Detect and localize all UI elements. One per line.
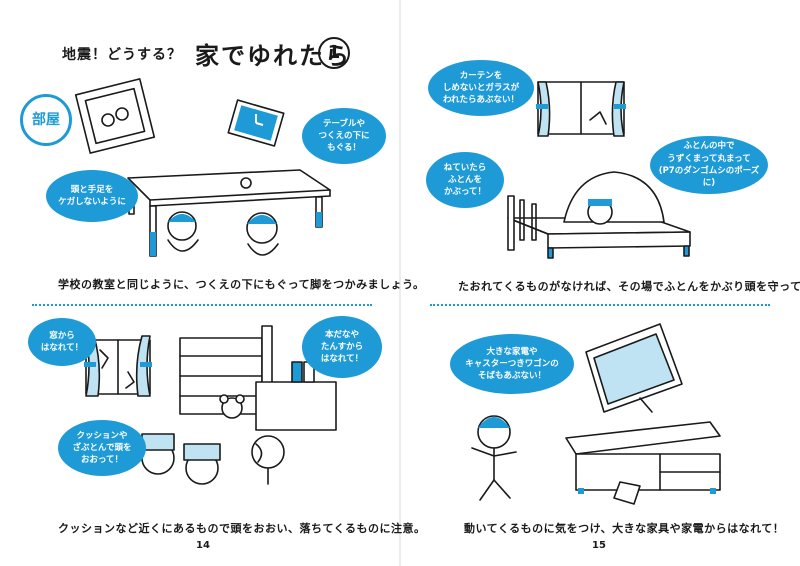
speech-bubble-bed-1: カーテンを しめないとガラスが われたらあぶない！ — [428, 60, 534, 116]
low-shelf-illustration — [255, 361, 337, 431]
speech-bubble-window-3: クッションや ざぶとんで頭を おおって！ — [58, 420, 146, 476]
surprised-kid-illustration — [471, 415, 517, 501]
speech-bubble-window-1: 窓から はなれて！ — [28, 318, 96, 366]
speech-bubble-window-2: 本だなや たんすから はなれて！ — [302, 316, 382, 378]
kids-under-table-illustration — [167, 211, 279, 256]
page-number-left: 14 — [196, 540, 210, 551]
room-badge: 部屋 — [20, 94, 72, 146]
clock-illustration — [227, 99, 285, 147]
page-subtitle: 地震！どうする？ — [62, 47, 182, 63]
futon-kid-illustration — [563, 171, 665, 225]
speech-bubble-bed-2: ねていたら ふとんを かぶって！ — [426, 152, 504, 208]
table-illustration — [127, 169, 331, 257]
speech-bubble-bed-3: ふとんの中で うずくまって丸まって (P7のダンゴムシのポーズに) — [650, 136, 768, 194]
title-number-badge: 1 — [318, 37, 350, 69]
page-number-right: 15 — [592, 540, 606, 551]
separator-right — [430, 304, 770, 306]
tv-illustration — [585, 323, 683, 413]
curtain-window-illustration — [536, 81, 626, 137]
speech-bubble-table-2: 頭と手足を ケガしないように — [46, 170, 138, 222]
globe-illustration — [251, 435, 285, 485]
caption-table: 学校の教室と同じように、つくえの下にもぐって脚をつかみましょう。 — [58, 278, 425, 291]
tv-stand-illustration — [565, 421, 721, 505]
speech-bubble-tv-1: 大きな家電や キャスターつきワゴンの そばもあぶない！ — [450, 334, 574, 394]
caption-tv: 動いてくるものに気をつけ、大きな家具や家電からはなれて！ — [464, 522, 785, 535]
teddy-bear-illustration — [219, 394, 245, 419]
picture-frame-illustration — [74, 78, 156, 154]
caption-window: クッションなど近くにあるもので頭をおおい、落ちてくるものに注意。 — [58, 522, 426, 535]
speech-bubble-table-1: テーブルや つくえの下に もぐる！ — [302, 108, 386, 164]
caption-bed: たおれてくるものがなければ、その場でふとんをかぶり頭を守って。 — [458, 280, 800, 293]
separator-left — [32, 304, 372, 306]
kids-with-cushions-illustration — [141, 433, 221, 485]
page-gutter — [399, 0, 401, 566]
